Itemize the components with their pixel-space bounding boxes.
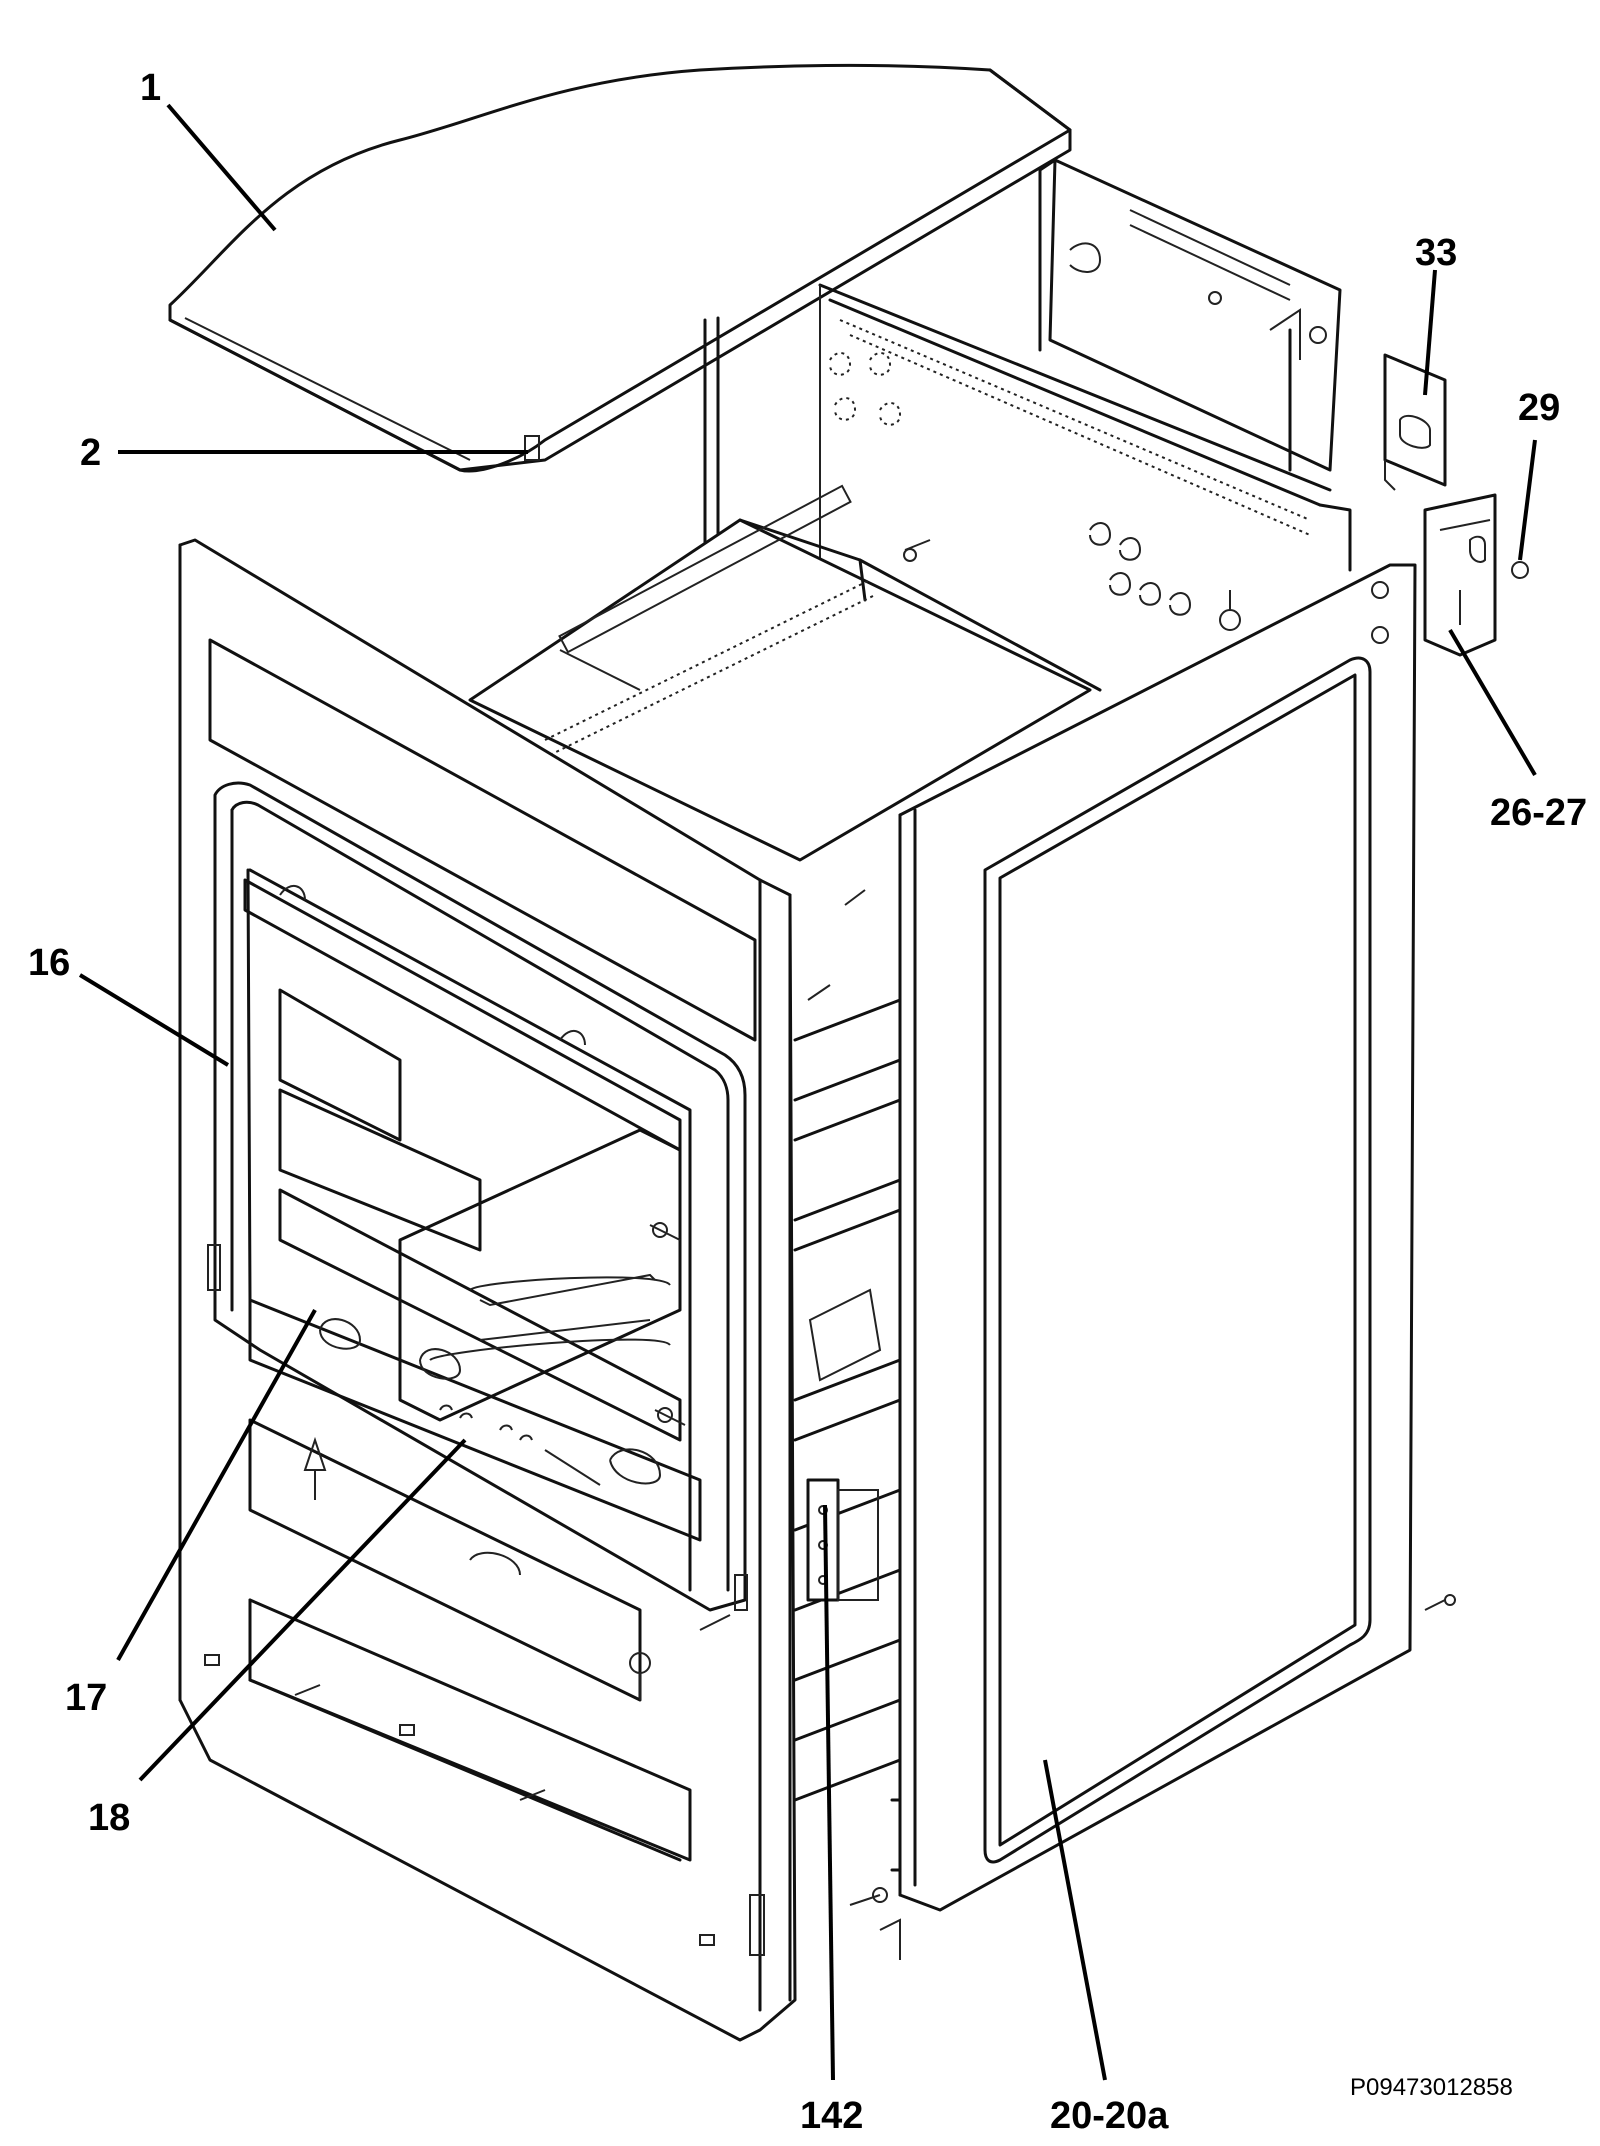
callout-1: 1 bbox=[140, 67, 161, 109]
callout-26-27: 26-27 bbox=[1490, 792, 1587, 834]
leader-17 bbox=[116, 1309, 317, 1661]
reference-code: P09473012858 bbox=[1350, 2074, 1513, 2101]
leader-16 bbox=[78, 973, 230, 1067]
leader-29 bbox=[1518, 439, 1537, 561]
callout-17: 17 bbox=[65, 1677, 107, 1719]
callout-18: 18 bbox=[88, 1797, 130, 1839]
callout-142: 142 bbox=[800, 2095, 863, 2137]
leader-18 bbox=[138, 1438, 467, 1782]
callout-2: 2 bbox=[80, 432, 101, 474]
callout-29: 29 bbox=[1518, 387, 1560, 429]
hinge-brackets bbox=[1383, 353, 1529, 657]
cabinet-back bbox=[468, 283, 1352, 862]
leader-26-27 bbox=[1448, 628, 1537, 777]
side-door-panel bbox=[890, 563, 1456, 1912]
top-cover bbox=[168, 63, 1072, 473]
hinge-rails bbox=[793, 889, 902, 1960]
callout-20-20a: 20-20a bbox=[1050, 2095, 1169, 2137]
leader-lines bbox=[78, 103, 1537, 2081]
leader-33 bbox=[1423, 269, 1437, 396]
rear-housing bbox=[1038, 158, 1342, 472]
leader-20-20a bbox=[1043, 1759, 1107, 2081]
leader-1 bbox=[166, 103, 277, 232]
callout-33: 33 bbox=[1415, 232, 1457, 274]
cabinet-left-panel bbox=[178, 538, 797, 2042]
leader-142 bbox=[823, 1504, 835, 2081]
callout-16: 16 bbox=[28, 942, 70, 984]
callout-labels: 1 2 33 29 26-27 16 17 18 142 20-20a P094… bbox=[28, 67, 1587, 2137]
